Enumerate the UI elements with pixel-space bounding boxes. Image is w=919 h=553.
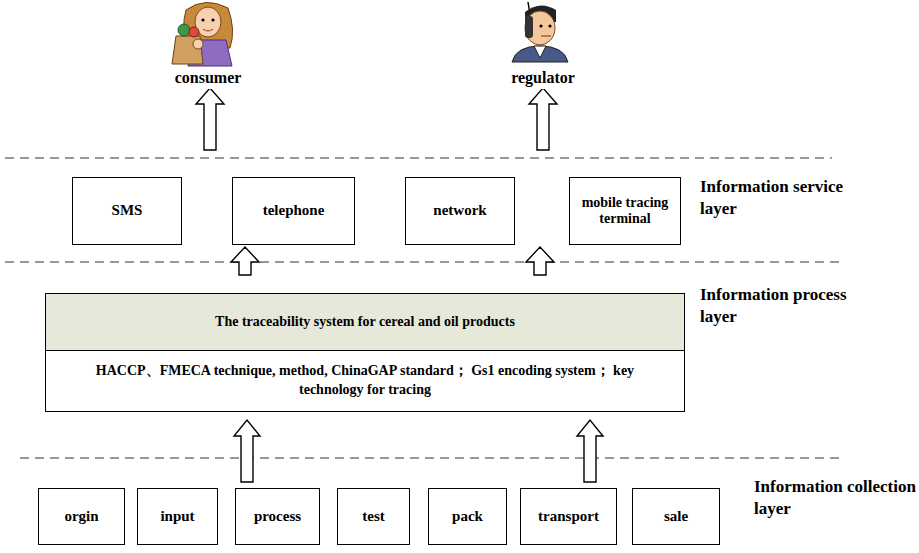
collection-box: sale xyxy=(632,488,720,545)
layer-label: Information collection layer xyxy=(754,476,919,520)
box-label: process xyxy=(248,508,307,525)
hollow-arrow xyxy=(577,420,603,482)
box-label: telephone xyxy=(257,202,331,219)
regulator-figure xyxy=(512,2,568,62)
box-label: network xyxy=(427,202,492,219)
box-label: pack xyxy=(446,508,489,525)
hollow-arrow xyxy=(196,88,557,275)
system-box: The traceability system for cereal and o… xyxy=(45,293,685,412)
collection-box: input xyxy=(137,488,218,545)
collection-box: process xyxy=(235,488,320,545)
box-label: test xyxy=(356,508,391,525)
collection-box: pack xyxy=(428,488,507,545)
collection-box: orgin xyxy=(38,488,125,545)
service-box: mobile tracing terminal xyxy=(569,177,681,245)
box-label: SMS xyxy=(106,202,149,219)
service-box: network xyxy=(405,177,515,245)
layer-label: Information process layer xyxy=(700,284,860,328)
service-box: telephone xyxy=(232,177,355,245)
collection-box: transport xyxy=(520,488,617,545)
collection-box: test xyxy=(337,488,410,545)
system-body: HACCP、FMECA technique, method, ChinaGAP … xyxy=(46,351,684,411)
box-label: sale xyxy=(658,508,694,525)
system-title: The traceability system for cereal and o… xyxy=(46,294,684,351)
box-label: transport xyxy=(532,508,605,525)
hollow-arrow xyxy=(234,420,260,482)
service-box: SMS xyxy=(72,177,182,245)
box-label: mobile tracing terminal xyxy=(570,195,680,227)
box-label: input xyxy=(154,508,200,525)
box-label: orgin xyxy=(58,508,104,525)
role-label: consumer xyxy=(168,68,248,89)
consumer-figure xyxy=(172,2,233,66)
role-label: regulator xyxy=(500,68,586,89)
layer-label: Information service layer xyxy=(700,176,860,220)
